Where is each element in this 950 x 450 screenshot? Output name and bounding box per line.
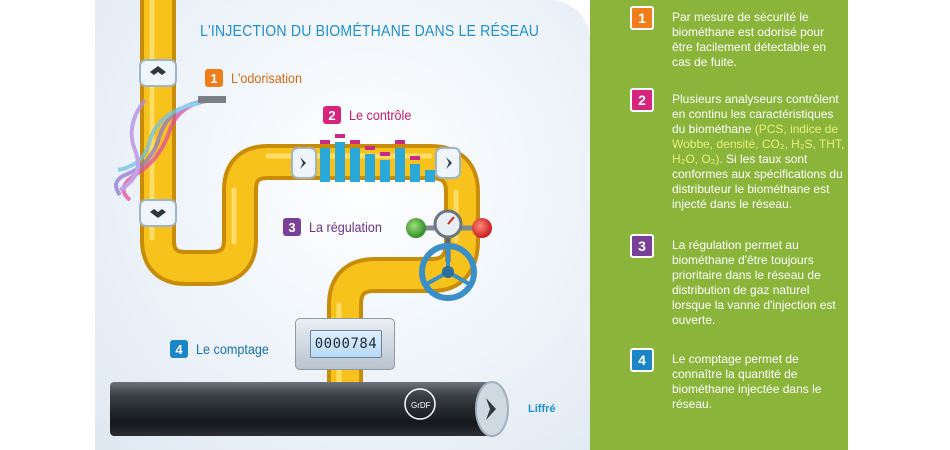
explanation-number-badge: 2 [630,88,654,112]
step-regulation: 3 La régulation [283,218,390,236]
step-label: L'odorisation [231,70,303,86]
step-controle: 2 Le contrôle [323,106,418,124]
gauge-icon [406,209,492,239]
step-label: La régulation [309,219,382,235]
step-label: Le contrôle [349,107,412,123]
gas-pipe-icon [140,0,480,413]
explanation-text: La régulation permet au biométhane d'êtr… [672,238,836,327]
step-number-badge: 2 [323,106,341,124]
explanation-panel [590,0,848,450]
meter-icon: 0000784 [295,318,395,370]
step-number-badge: 3 [283,218,301,236]
valve-wheel-icon [419,225,477,301]
step-number-badge: 4 [170,340,188,358]
step-number-badge: 1 [205,69,223,87]
grdf-logo-text: GrDF [411,401,431,410]
page-title: L'INJECTION DU BIOMÉTHANE DANS LE RÉSEAU [200,23,540,40]
explanation-3: 3 La régulation permet au biométhane d'ê… [630,234,836,327]
explanation-number-badge: 3 [630,234,654,258]
step-comptage: 4 Le comptage [170,340,277,358]
explanation-number-badge: 1 [630,6,654,30]
injector-nozzle-icon [198,96,226,103]
explanation-text-part: Plusieurs analyseurs contrôlent en conti… [672,92,839,136]
explanation-highlight: (PCS, indice de Wobbe, densité, CO₂, H₂S… [672,122,845,166]
meter-value: 0000784 [310,330,382,358]
place-label: Liffré [528,403,556,415]
grdf-logo-icon [404,388,436,420]
explanation-text: Par mesure de sécurité le biométhane est… [672,10,827,69]
explanation-2: 2 Plusieurs analyseurs contrôlent en con… [630,88,844,211]
explanation-number-badge: 4 [630,348,654,372]
explanation-4: 4 Le comptage permet de connaître la qua… [630,348,821,411]
explanation-text-part: . Si les taux sont conformes aux spécifi… [672,152,843,211]
step-label: Le comptage [196,341,269,357]
explanation-1: 1 Par mesure de sécurité le biométhane e… [630,6,826,69]
analyzer-bars-icon [320,134,435,182]
step-odorisation: 1 L'odorisation [205,69,310,87]
explanation-text: Le comptage permet de connaître la quant… [672,352,822,411]
main-network-pipe-icon [110,381,509,437]
explanation-text: Plusieurs analyseurs contrôlent en conti… [672,92,847,212]
odorant-plume-icon [114,98,221,202]
